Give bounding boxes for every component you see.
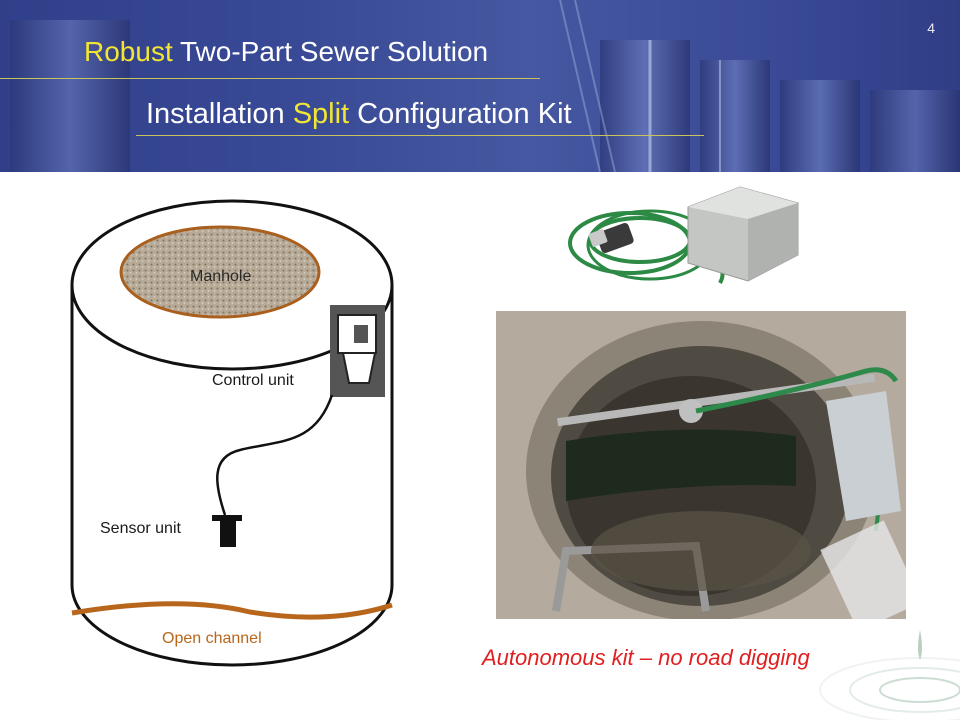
water-ripple-decoration <box>819 630 960 720</box>
open-channel-line <box>71 601 393 620</box>
manhole-diagram <box>70 199 394 667</box>
manhole-label: Manhole <box>190 268 252 285</box>
subtitle-underline <box>136 135 704 136</box>
sensor-unit-body <box>220 521 236 547</box>
industrial-tanks-background <box>0 0 960 172</box>
slide-title: Robust Two-Part Sewer Solution <box>84 36 488 68</box>
control-unit-label: Control unit <box>212 372 294 389</box>
installation-photo <box>496 311 906 619</box>
kit-caption: Autonomous kit – no road digging <box>482 645 810 670</box>
product-kit-photo <box>560 185 805 295</box>
sensor-cable <box>216 394 334 516</box>
subtitle-highlight-split: Split <box>292 98 350 130</box>
sensor-unit-top <box>212 515 242 521</box>
header-banner <box>0 0 960 172</box>
open-channel-label: Open channel <box>162 630 262 647</box>
slide-subtitle: Installation Split Configuration Kit <box>146 98 572 131</box>
sensor-unit-label: Sensor unit <box>100 520 181 537</box>
manhole-cover <box>119 225 321 319</box>
subtitle-after: Configuration Kit <box>349 98 572 130</box>
subtitle-before: Installation <box>146 98 293 130</box>
title-rest: Two-Part Sewer Solution <box>172 36 489 67</box>
title-underline <box>0 78 540 79</box>
cylinder-body <box>70 285 394 667</box>
title-highlight-robust: Robust <box>84 36 173 67</box>
page-number: 4 <box>927 20 935 36</box>
